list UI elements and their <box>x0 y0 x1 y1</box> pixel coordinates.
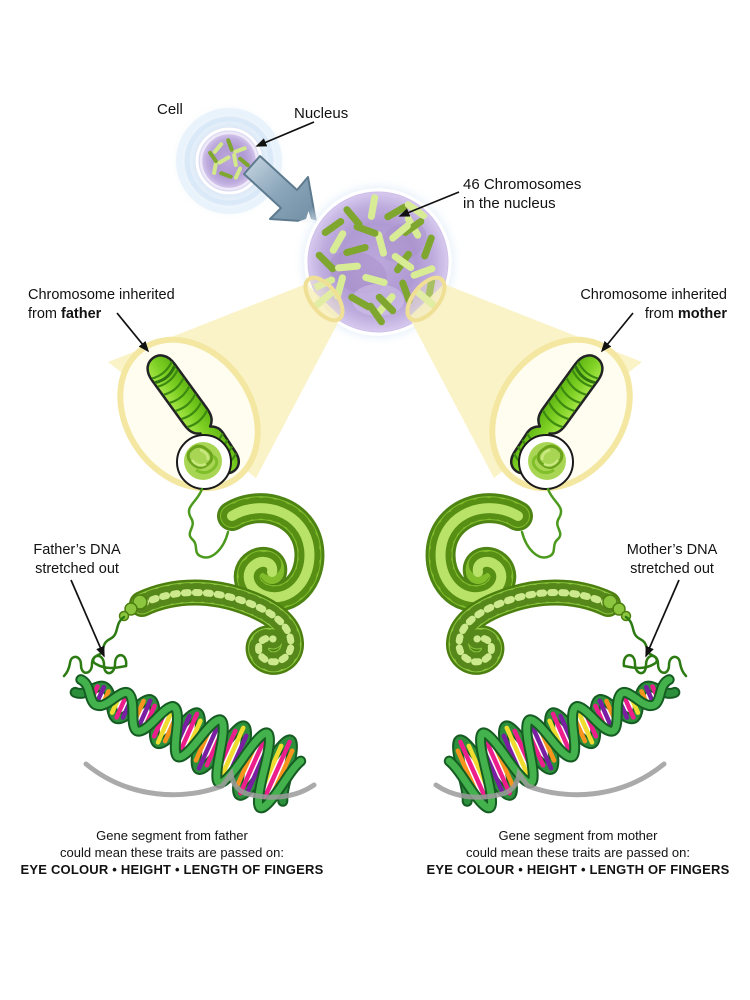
father-caption-line1: Gene segment from father <box>96 828 248 843</box>
mother-caption-traits: EYE COLOUR • HEIGHT • LENGTH OF FINGERS <box>426 862 730 877</box>
mother-word: mother <box>677 306 727 322</box>
father-caption-line2: could mean these traits are passed on: <box>59 845 285 860</box>
nucleus-pointer-arrow <box>255 121 315 147</box>
father-chromosome-line1: Chromosome inherited <box>28 287 175 303</box>
father-caption-traits: EYE COLOUR • HEIGHT • LENGTH OF FINGERS <box>20 862 324 877</box>
father-dna-label: Father’s DNA stretched out <box>29 541 125 579</box>
father-dna-line1: Father’s DNA <box>33 542 121 558</box>
nucleus-chromosomes <box>310 194 437 327</box>
mother-chromosome-label: Chromosome inherited from mother <box>580 286 727 324</box>
chromosome-count-line2: in the nucleus <box>463 195 556 212</box>
chromatin-magnifier <box>176 434 232 490</box>
father-side-illustration <box>62 275 345 814</box>
father-chromosome-line2: from <box>28 306 62 322</box>
chromosome-count-label: 46 Chromosomes in the nucleus <box>463 175 581 213</box>
mother-dna-line2: stretched out <box>630 561 714 577</box>
nucleus-label: Nucleus <box>294 105 349 122</box>
dna-pointer-arrow <box>70 579 105 658</box>
spotlight-source-ring <box>303 275 345 323</box>
cell-label: Cell <box>157 101 183 118</box>
brace-swoosh <box>83 761 317 800</box>
nucleus-illustration <box>292 176 464 348</box>
mother-chromosome-line2: from <box>644 306 678 322</box>
father-chromosome-label: Chromosome inherited from father <box>28 286 175 324</box>
chromosome-count-line1: 46 Chromosomes <box>463 176 582 193</box>
dna-spring-coil <box>62 654 128 678</box>
mother-gene-caption: Gene segment from mother could mean thes… <box>408 827 748 878</box>
cell-illustration <box>169 101 289 221</box>
mother-dna-line1: Mother’s DNA <box>626 542 718 558</box>
mother-caption-line2: could mean these traits are passed on: <box>465 845 691 860</box>
mother-chromosome-line1: Chromosome inherited <box>580 287 727 303</box>
chromosome-pointer-arrow <box>116 312 150 353</box>
chromosomes-pointer-arrow <box>398 191 460 217</box>
mother-dna-label: Mother’s DNA stretched out <box>624 541 720 579</box>
supercoil-illustration <box>118 493 325 675</box>
father-dna-line2: stretched out <box>35 561 119 577</box>
dna-helix-illustration <box>69 674 307 814</box>
father-word: father <box>61 306 102 322</box>
dna-thread <box>187 487 230 559</box>
father-gene-caption: Gene segment from father could mean thes… <box>2 827 342 878</box>
mother-caption-line1: Gene segment from mother <box>498 828 658 843</box>
